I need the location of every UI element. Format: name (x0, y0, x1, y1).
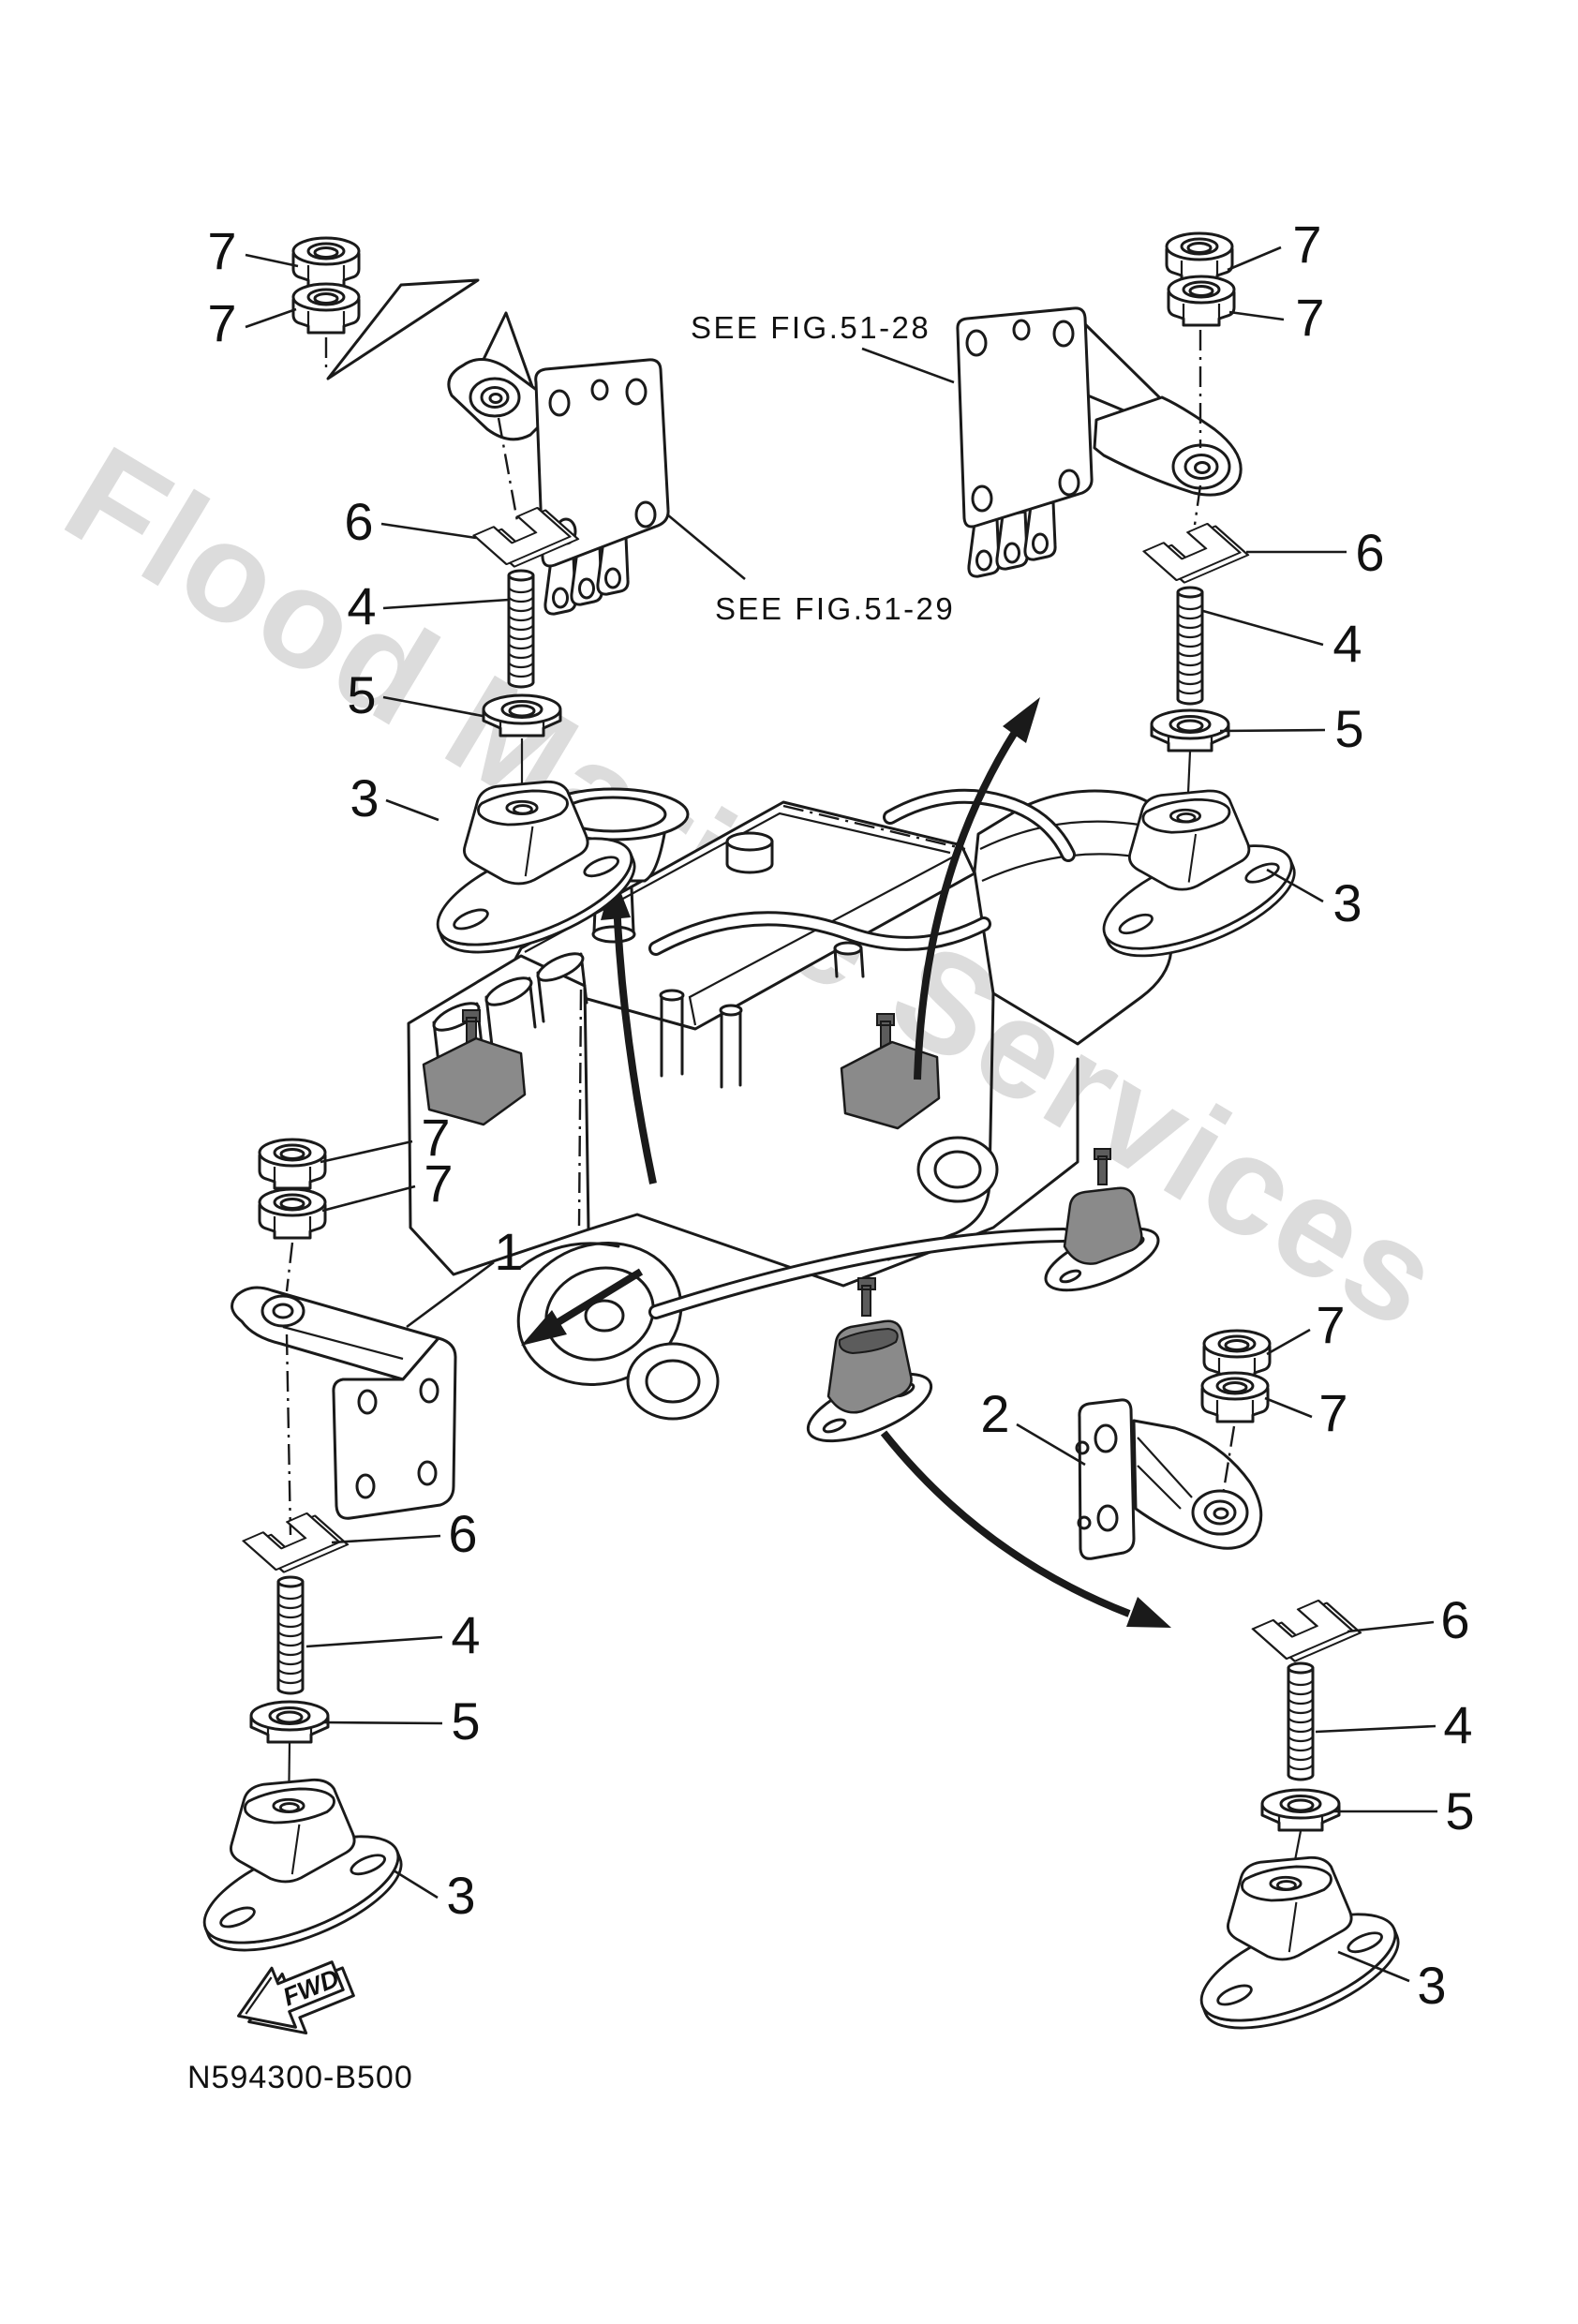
nut-7 (1167, 275, 1236, 327)
fwd-arrow: FWD (237, 1960, 355, 2035)
callout-7-20: 7 (1318, 1383, 1347, 1442)
bracket-fig-51-29 (447, 311, 670, 616)
callout-4-3: 4 (347, 576, 376, 635)
callout-7-0: 7 (207, 221, 236, 280)
nut-7 (1200, 1371, 1270, 1423)
stud-4 (1287, 1661, 1315, 1781)
callout-6-15: 6 (448, 1504, 477, 1563)
nut-7 (291, 282, 361, 335)
callout-4-16: 4 (451, 1605, 480, 1664)
callout-3-11: 3 (1332, 873, 1362, 932)
bracket-1 (231, 1286, 457, 1520)
callout-3-18: 3 (446, 1866, 475, 1925)
bracket-fig-51-28 (956, 306, 1243, 578)
callout-1-14: 1 (494, 1222, 523, 1281)
direction-arrows (521, 697, 1171, 1628)
ref-fig-51-28: SEE FIG.51-28 (691, 310, 930, 345)
callout-5-24: 5 (1445, 1781, 1474, 1840)
engine-foot-mount-front (806, 1277, 933, 1443)
engine-foot-mount-rear (1044, 1148, 1160, 1292)
ref-fig-51-29: SEE FIG.51-29 (715, 591, 955, 626)
nut-7 (291, 236, 361, 289)
callout-6-8: 6 (1355, 523, 1384, 582)
callout-4-9: 4 (1332, 614, 1362, 673)
mount-group-top-left (291, 236, 670, 976)
callout-7-7: 7 (1295, 288, 1324, 347)
callout-5-4: 5 (347, 665, 376, 724)
nut-5 (1150, 708, 1230, 752)
stud-4 (276, 1575, 305, 1695)
nut-5 (249, 1700, 330, 1744)
shim-6 (1142, 520, 1250, 586)
callout-6-22: 6 (1440, 1590, 1469, 1649)
nut-7 (258, 1138, 327, 1190)
mount-group-top-right (956, 231, 1309, 978)
nut-7 (258, 1187, 327, 1240)
callout-4-23: 4 (1443, 1695, 1472, 1754)
callout-7-12: 7 (421, 1108, 450, 1167)
callout-3-5: 3 (350, 768, 379, 827)
callout-5-10: 5 (1334, 699, 1363, 758)
callout-3-25: 3 (1417, 1956, 1446, 2015)
stud-4 (1176, 586, 1204, 706)
mount-3 (189, 1778, 416, 1974)
mount-group-left (189, 1138, 457, 1974)
callout-5-17: 5 (451, 1691, 480, 1750)
mount-group-right (1075, 1329, 1413, 2051)
callout-6-2: 6 (344, 492, 373, 551)
callout-7-13: 7 (424, 1154, 453, 1213)
callout-7-6: 7 (1292, 215, 1321, 274)
nut-5 (1260, 1788, 1341, 1832)
part-number: N594300-B500 (187, 2060, 413, 2095)
mount-3 (1186, 1855, 1413, 2051)
cut-wedge (326, 278, 480, 380)
nut-7 (1165, 231, 1234, 284)
shim-6 (1251, 1597, 1362, 1664)
callout-7-1: 7 (207, 293, 236, 352)
callout-7-19: 7 (1316, 1295, 1345, 1354)
leader-lines (245, 246, 1437, 1983)
callout-2-21: 2 (980, 1384, 1009, 1443)
bracket-2 (1075, 1398, 1263, 1560)
engine-bracket-left (422, 1009, 527, 1126)
